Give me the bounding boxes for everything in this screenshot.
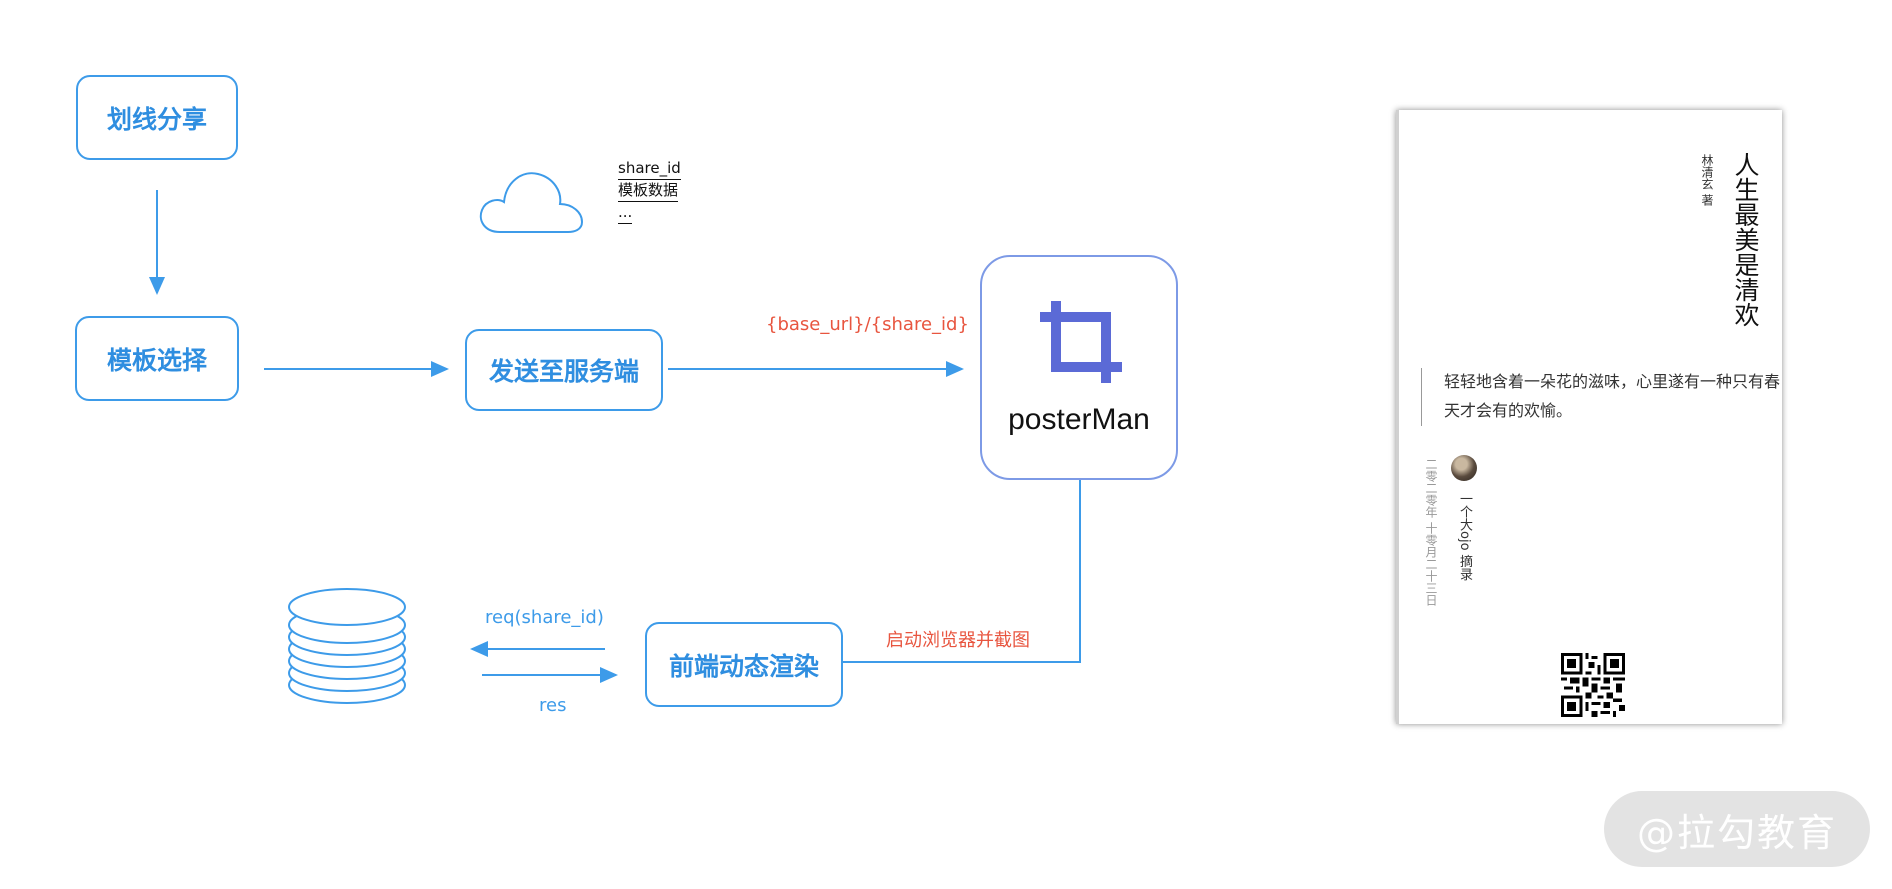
database-icon [288,588,406,704]
cloud-note-line3: ... [618,202,633,224]
step-share-box: 划线分享 [76,75,238,160]
step-template-box: 模板选择 [75,316,239,401]
step-share-label: 划线分享 [106,104,207,134]
req-edge-label: req(share_id) [485,607,604,628]
cloud-note-line1: share_id [618,158,681,180]
poster-quote: 轻轻地含着一朵花的滋味，心里遂有一种只有春天才会有的欢愉。 [1421,368,1784,426]
poster-excerpt: 一个大ojo 摘录 [1457,492,1472,581]
qr-code-icon [1561,653,1625,717]
step-template-label: 模板选择 [106,345,207,375]
crop-icon [1040,301,1122,383]
step-send-label: 发送至服务端 [488,357,639,386]
screenshot-edge-label: 启动浏览器并截图 [886,630,1030,651]
step-send-box: 发送至服务端 [465,329,663,411]
cloud-icon [479,172,584,233]
posterman-app-box: posterMan [980,255,1178,480]
step-render-label: 前端动态渲染 [668,651,819,681]
posterman-name: posterMan [1008,403,1150,436]
avatar [1451,455,1477,481]
poster-title: 人生最美是清欢 [1731,152,1760,327]
poster-date: 二零二零年 十零月二十三日 [1424,458,1438,606]
watermark: @拉勾教育 [1604,791,1870,867]
cloud-note-line2: 模板数据 [618,180,679,202]
res-edge-label: res [539,695,567,716]
connector-posterman-to-render [842,480,1081,663]
poster-author: 林清玄 著 [1700,154,1714,206]
url-edge-label: {base_url}/{share_id} [766,314,969,335]
poster-preview: 人生最美是清欢 林清玄 著 轻轻地含着一朵花的滋味，心里遂有一种只有春天才会有的… [1396,110,1782,724]
cloud-note: share_id 模板数据 ... [618,158,681,224]
step-render-box: 前端动态渲染 [645,622,843,707]
